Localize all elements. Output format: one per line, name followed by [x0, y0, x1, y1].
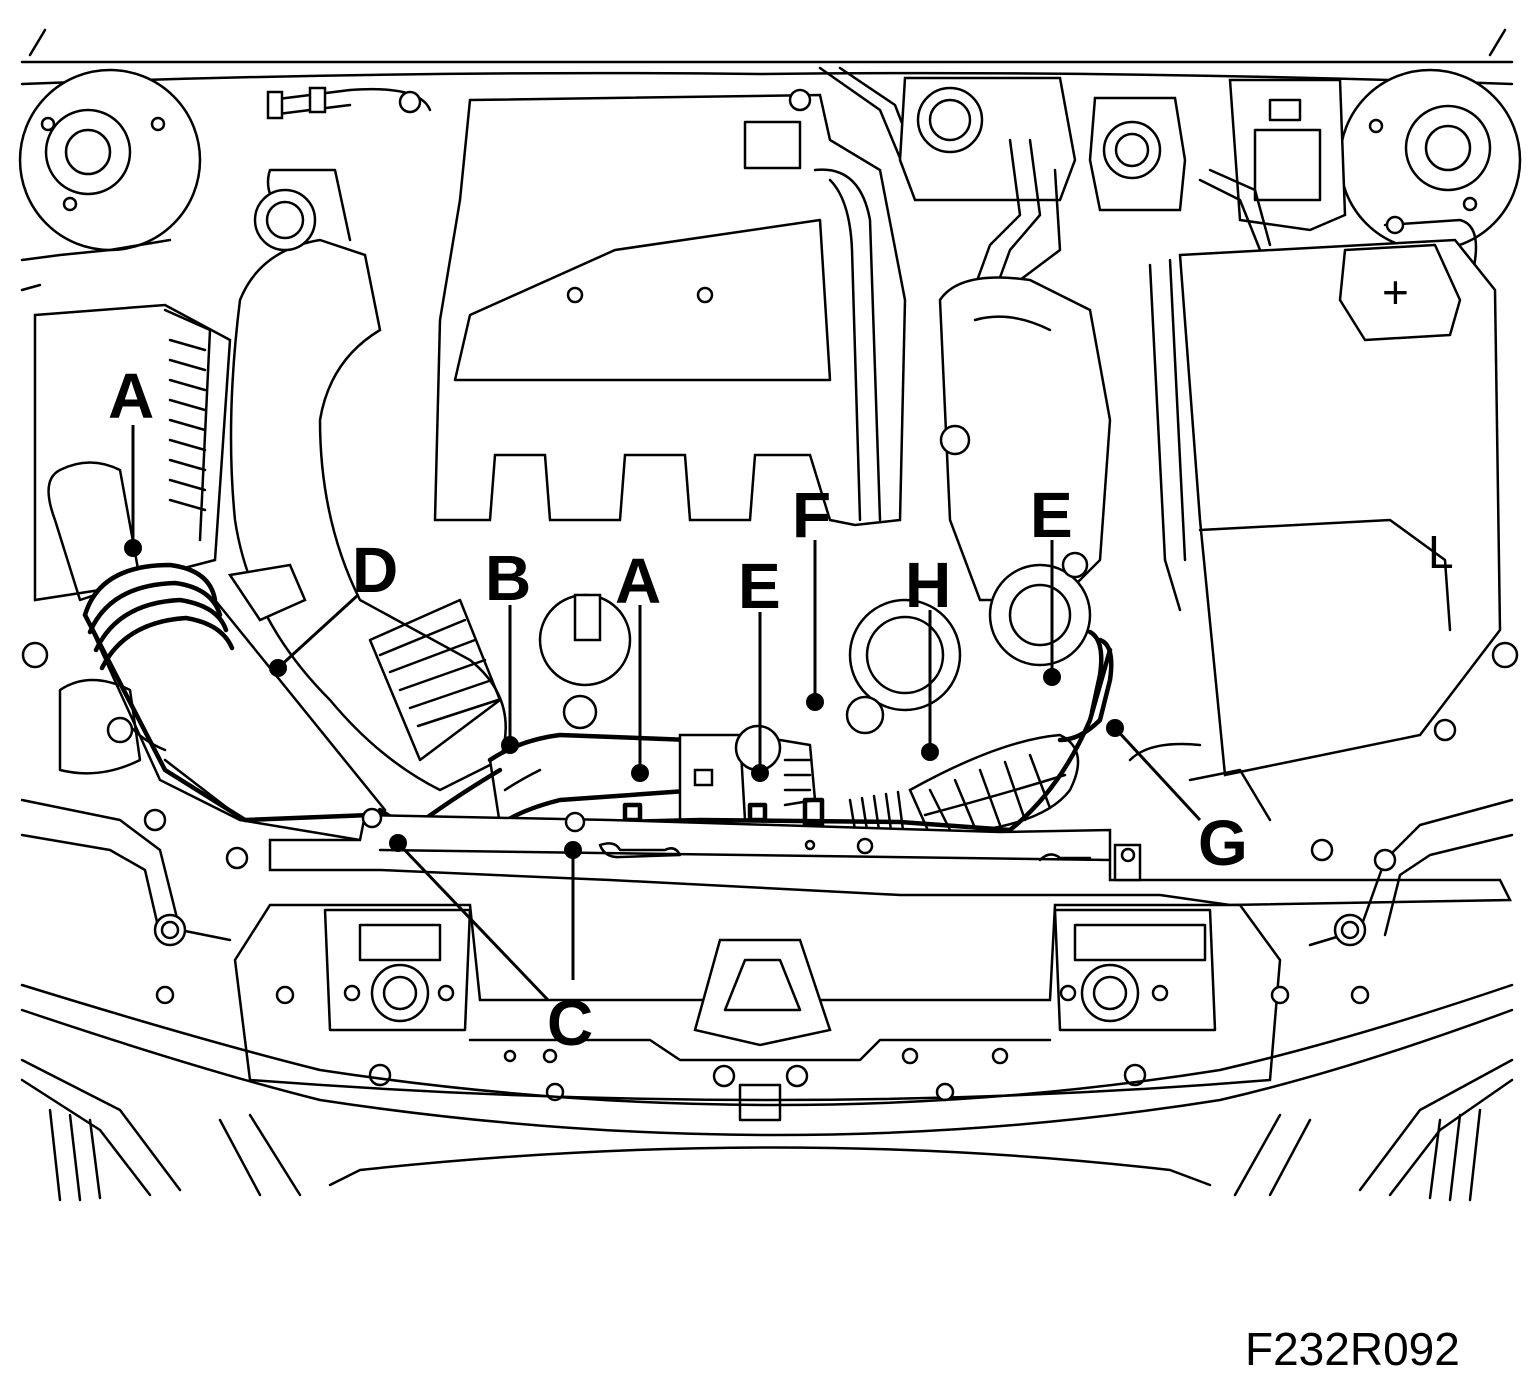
relay-box — [1228, 78, 1347, 232]
throttle-body — [845, 551, 1092, 735]
callout-f: F — [792, 479, 831, 551]
bumper-grille — [20, 983, 1514, 1202]
battery-plus-mark: + — [1382, 266, 1409, 318]
callout-c: C — [547, 987, 593, 1059]
callout-e-right: E — [1030, 479, 1073, 551]
intake-air-hose — [82, 562, 387, 842]
leader-lines — [124, 425, 1202, 1002]
engine-cover — [433, 93, 907, 527]
battery-l-mark: L — [1428, 526, 1454, 578]
turbo-intake-pipe — [229, 168, 507, 792]
fender-panels — [20, 798, 1514, 947]
callout-h: H — [905, 549, 951, 621]
brake-fluid-reservoir — [898, 76, 1077, 202]
radiator-support — [268, 807, 1513, 907]
callout-d: D — [352, 534, 398, 606]
charge-air-pipe — [938, 276, 1112, 602]
callout-a-left: A — [108, 360, 154, 432]
right-strut-tower — [1338, 68, 1522, 252]
power-steering-reservoir — [1088, 96, 1187, 212]
callout-b: B — [485, 542, 531, 614]
figure-id: F232R092 — [1245, 1323, 1460, 1375]
side-details — [20, 238, 1519, 822]
oil-filler-area — [538, 593, 632, 730]
callout-a-center: A — [615, 545, 661, 617]
lock-carrier — [155, 903, 1370, 1122]
battery: + L — [1148, 238, 1502, 777]
hose-b — [487, 732, 703, 828]
left-strut-tower — [18, 68, 202, 252]
hood-outline — [20, 28, 1514, 86]
callout-labels: A D B A E F H E G C — [108, 360, 1248, 1059]
charge-hose-h — [908, 629, 1114, 837]
callout-g: G — [1198, 807, 1248, 879]
coolant-reservoir-cap — [253, 188, 317, 252]
callout-e-center: E — [738, 550, 781, 622]
